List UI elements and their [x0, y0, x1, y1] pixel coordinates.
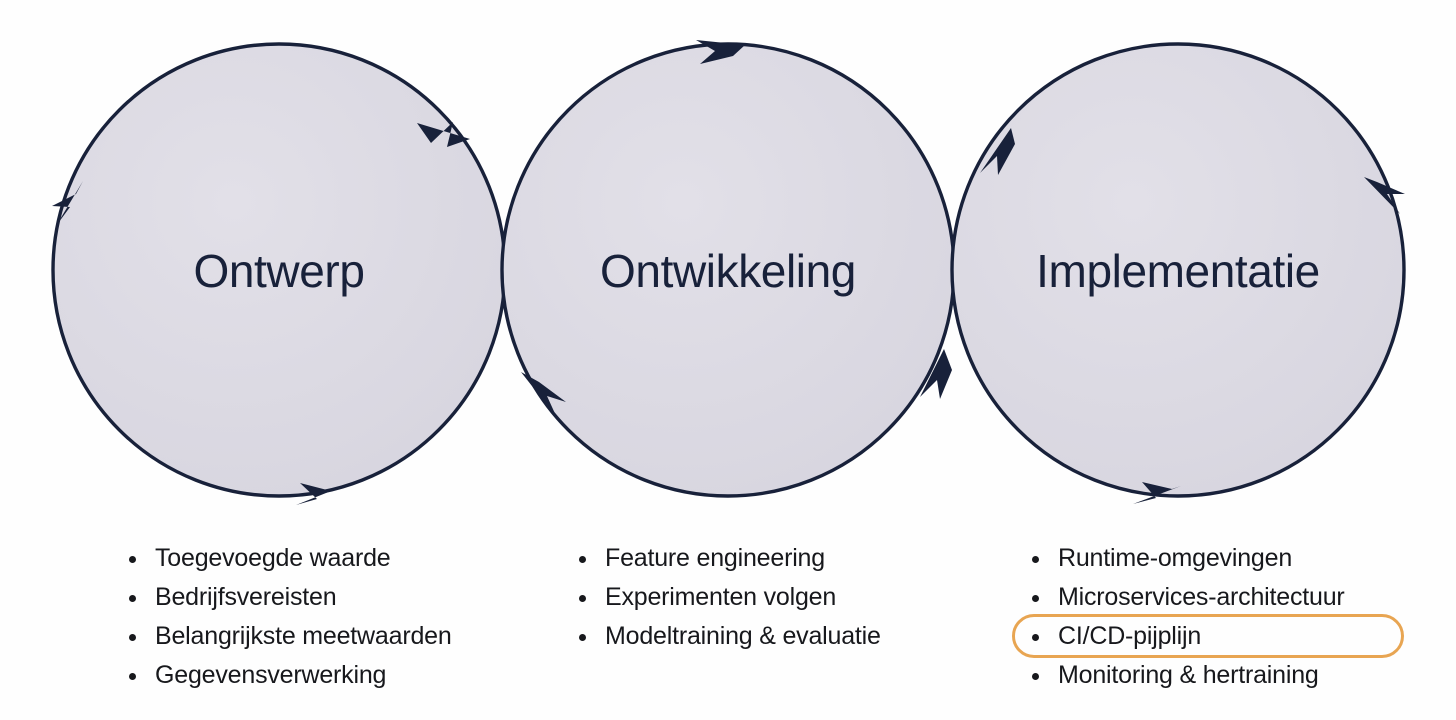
bullet-dot-icon [1032, 672, 1039, 680]
arrow-counterclockwise-right-icon [920, 349, 952, 399]
bullet-list-ontwerp: Toegevoegde waarde Bedrijfsvereisten Bel… [123, 539, 452, 695]
bullet-dot-icon [129, 555, 136, 563]
list-item-highlighted[interactable]: CI/CD-pijplijn [1026, 617, 1345, 656]
arrow-clockwise-bottom-icon [296, 483, 341, 505]
list-item-label: Experimenten volgen [605, 583, 837, 611]
bullet-dot-icon [579, 594, 586, 602]
list-item-label: CI/CD-pijplijn [1058, 622, 1202, 650]
bullet-dot-icon [579, 555, 586, 563]
arrow-clockwise-top-right-icon [417, 122, 470, 147]
list-item[interactable]: Experimenten volgen [573, 578, 881, 617]
stage-circle-implementatie[interactable] [950, 42, 1406, 504]
list-item-label: Microservices-architectuur [1058, 583, 1345, 611]
list-item[interactable]: Bedrijfsvereisten [123, 578, 452, 617]
arrow-clockwise-left-icon [52, 181, 83, 226]
list-item[interactable]: Gegevensverwerking [123, 656, 452, 695]
list-item[interactable]: Belangrijkste meetwaarden [123, 617, 452, 656]
list-item-label: Toegevoegde waarde [155, 544, 391, 572]
list-item[interactable]: Monitoring & hertraining [1026, 656, 1345, 695]
list-item-label: Gegevensverwerking [155, 661, 387, 689]
bullet-dot-icon [129, 672, 136, 680]
list-item-label: Bedrijfsvereisten [155, 583, 337, 611]
arrow-clockwise-bottom-icon [1133, 482, 1181, 504]
bullet-dot-icon [1032, 555, 1039, 563]
arrow-counterclockwise-top-icon [696, 40, 745, 64]
arrow-clockwise-top-right-icon [1364, 177, 1405, 214]
list-item-label: Runtime-omgevingen [1058, 544, 1293, 572]
circle-ontwikkeling-shape [500, 42, 956, 498]
bullet-dot-icon [579, 633, 586, 641]
list-item[interactable]: Runtime-omgevingen [1026, 539, 1345, 578]
circle-implementatie-shape [950, 42, 1406, 498]
bullet-dot-icon [129, 633, 136, 641]
list-item[interactable]: Microservices-architectuur [1026, 578, 1345, 617]
arrow-counterclockwise-bottom-left-icon [521, 372, 566, 418]
circle-ontwerp-shape [51, 42, 507, 498]
list-item-label: Modeltraining & evaluatie [605, 622, 881, 650]
stage-circle-ontwerp[interactable] [51, 42, 507, 505]
bullet-dot-icon [1032, 594, 1039, 602]
list-item[interactable]: Toegevoegde waarde [123, 539, 452, 578]
bullet-list-implementatie: Runtime-omgevingen Microservices-archite… [1026, 539, 1345, 695]
list-item-label: Monitoring & hertraining [1058, 661, 1319, 689]
bullet-list-ontwikkeling: Feature engineering Experimenten volgen … [573, 539, 881, 656]
stage-circle-ontwikkeling[interactable] [500, 40, 956, 498]
list-item[interactable]: Feature engineering [573, 539, 881, 578]
list-item[interactable]: Modeltraining & evaluatie [573, 617, 881, 656]
list-item-label: Feature engineering [605, 544, 825, 572]
bullet-dot-icon [129, 594, 136, 602]
arrow-clockwise-left-icon [980, 128, 1015, 175]
bullet-dot-icon [1032, 633, 1039, 641]
list-item-label: Belangrijkste meetwaarden [155, 622, 452, 650]
